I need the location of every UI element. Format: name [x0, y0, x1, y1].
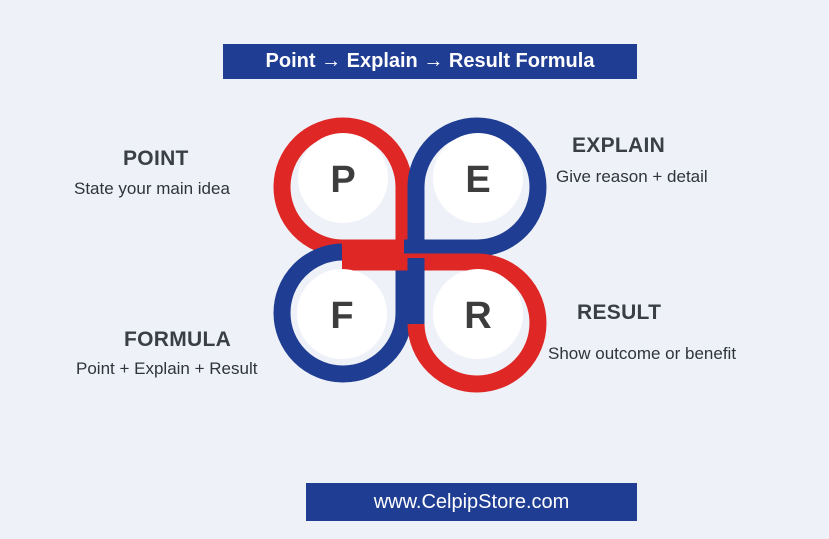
- point-heading: POINT: [123, 147, 189, 170]
- letter-e: E: [465, 159, 490, 201]
- petal-point: P: [273, 117, 413, 258]
- petal-result: R: [407, 253, 547, 393]
- footer-website: www.CelpipStore.com: [373, 490, 570, 513]
- title-text: Point → Explain → Result Formula: [265, 50, 595, 72]
- point-description: State your main idea: [74, 179, 230, 198]
- formula-heading: FORMULA: [124, 328, 232, 351]
- explain-description: Give reason + detail: [556, 167, 708, 186]
- explain-heading: EXPLAIN: [572, 134, 666, 157]
- letter-f: F: [330, 295, 353, 337]
- formula-description: Point + Explain + Result: [76, 359, 258, 378]
- result-heading: RESULT: [577, 301, 662, 324]
- petal-formula: F: [273, 243, 414, 383]
- petal-explain: E: [404, 117, 547, 260]
- letter-r: R: [464, 295, 491, 337]
- title-banner: Point → Explain → Result Formula: [223, 44, 637, 79]
- result-description: Show outcome or benefit: [548, 344, 737, 363]
- footer-banner: www.CelpipStore.com: [306, 483, 637, 521]
- letter-p: P: [330, 159, 355, 201]
